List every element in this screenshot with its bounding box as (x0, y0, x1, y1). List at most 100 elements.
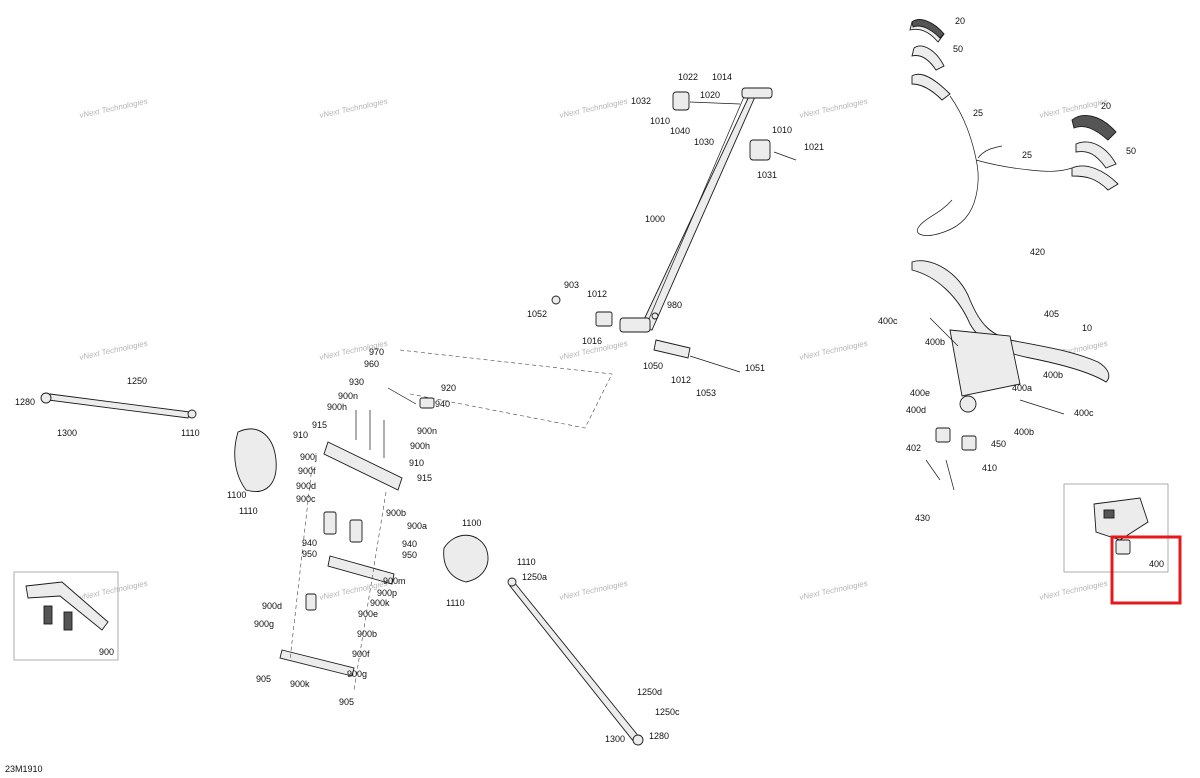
callout-label: 970 (369, 347, 384, 357)
callout-label: 430 (915, 513, 930, 523)
callout-label: 1300 (57, 428, 77, 438)
callout-label: 900b (357, 629, 377, 639)
callout-label: 910 (293, 430, 308, 440)
callout-label: 900j (300, 452, 317, 462)
callout-label: 900k (290, 679, 310, 689)
callout-label: 402 (906, 443, 921, 453)
watermark-text: vNext Technologies (79, 579, 149, 602)
callout-label: 900d (296, 481, 316, 491)
callout-label: 900g (347, 669, 367, 679)
callout-label: 25 (973, 108, 983, 118)
callout-label: 900p (377, 588, 397, 598)
callout-label: 1110 (239, 506, 258, 516)
diagram-reference-code: 23M1910 (5, 764, 43, 774)
tie-rod-right (443, 534, 644, 746)
callout-label: 1050 (643, 361, 663, 371)
watermark-text: vNext Technologies (559, 97, 629, 120)
watermark-text: vNext Technologies (1039, 97, 1109, 120)
detail-bracket-900 (25, 581, 109, 631)
callout-label: 1012 (587, 289, 607, 299)
callout-label: 980 (667, 300, 682, 310)
callout-label: 1110 (517, 557, 536, 567)
callout-label: 1030 (694, 137, 714, 147)
callout-label: 1016 (582, 336, 602, 346)
callout-label: 900k (370, 598, 390, 608)
watermark-text: vNext Technologies (79, 339, 149, 362)
callout-label: 940 (302, 538, 317, 548)
callout-label: 1051 (745, 363, 765, 373)
callout-label: 1000 (645, 214, 665, 224)
callout-label: 900c (296, 494, 316, 504)
callout-label: 1052 (527, 309, 547, 319)
callout-label: 420 (1030, 247, 1045, 257)
handlebar-assembly (911, 260, 1110, 491)
callout-label: 930 (349, 377, 364, 387)
callout-label: 1250a (522, 572, 547, 582)
callout-label: 400 (1149, 559, 1164, 569)
callout-label: 1280 (649, 731, 669, 741)
watermark-text: vNext Technologies (559, 579, 629, 602)
callout-label: 20 (1101, 101, 1111, 111)
steering-column (551, 87, 797, 373)
callout-label: 910 (409, 458, 424, 468)
callout-label: 400a (1012, 383, 1032, 393)
lower-mechanism (279, 387, 435, 691)
callout-label: 1250 (127, 376, 147, 386)
callout-layer: 20 50 25 25 20 50 1022 1014 1032 1020 10… (15, 16, 1164, 744)
callout-label: 900a (407, 521, 427, 531)
callout-label: 400e (910, 388, 930, 398)
callout-label: 1020 (700, 90, 720, 100)
callout-label: 1022 (678, 72, 698, 82)
callout-label: 900n (417, 426, 437, 436)
callout-label: 1010 (650, 116, 670, 126)
callout-label: 900g (254, 619, 274, 629)
callout-label: 1250c (655, 707, 680, 717)
callout-label: 400d (906, 405, 926, 415)
callout-label: 450 (991, 439, 1006, 449)
callout-label: 1012 (671, 375, 691, 385)
highlight-box-400 (1110, 535, 1182, 605)
watermark-text: vNext Technologies (799, 97, 869, 120)
callout-label: 1031 (757, 170, 777, 180)
callout-label: 1014 (712, 72, 732, 82)
callout-label: 940 (435, 399, 450, 409)
callout-label: 400c (1074, 408, 1094, 418)
detail-riser (1093, 497, 1149, 555)
callout-label: 900e (358, 609, 378, 619)
watermark-text: vNext Technologies (799, 339, 869, 362)
callout-label: 10 (1082, 323, 1092, 333)
callout-label: 900b (386, 508, 406, 518)
watermark-text: vNext Technologies (319, 97, 389, 120)
callout-label: 50 (1126, 146, 1136, 156)
callout-label: 915 (417, 473, 432, 483)
callout-label: 900f (298, 466, 316, 476)
callout-label: 1110 (446, 598, 465, 608)
callout-label: 905 (256, 674, 271, 684)
callout-label: 900f (352, 649, 370, 659)
dashed-leader (399, 349, 613, 429)
callout-label: 1010 (772, 125, 792, 135)
callout-label: 1100 (227, 490, 246, 500)
callout-label: 903 (564, 280, 579, 290)
hose-assembly (909, 19, 1119, 236)
callout-label: 1032 (631, 96, 651, 106)
callout-label: 1110 (181, 428, 200, 438)
callout-label: 915 (312, 420, 327, 430)
callout-label: 400c (878, 316, 898, 326)
callout-label: 1250d (637, 687, 662, 697)
callout-label: 1100 (462, 518, 481, 528)
callout-label: 1053 (696, 388, 716, 398)
callout-label: 950 (402, 550, 417, 560)
callout-label: 900 (99, 647, 114, 657)
callout-label: 900m (383, 576, 406, 586)
callout-label: 1021 (804, 142, 824, 152)
detail-frame-900 (13, 571, 119, 661)
callout-label: 900h (327, 402, 347, 412)
tie-rod-left (40, 392, 277, 492)
callout-label: 400b (925, 337, 945, 347)
callout-label: 400b (1014, 427, 1034, 437)
watermark-text: vNext Technologies (79, 97, 149, 120)
callout-label: 25 (1022, 150, 1032, 160)
callout-label: 950 (302, 549, 317, 559)
